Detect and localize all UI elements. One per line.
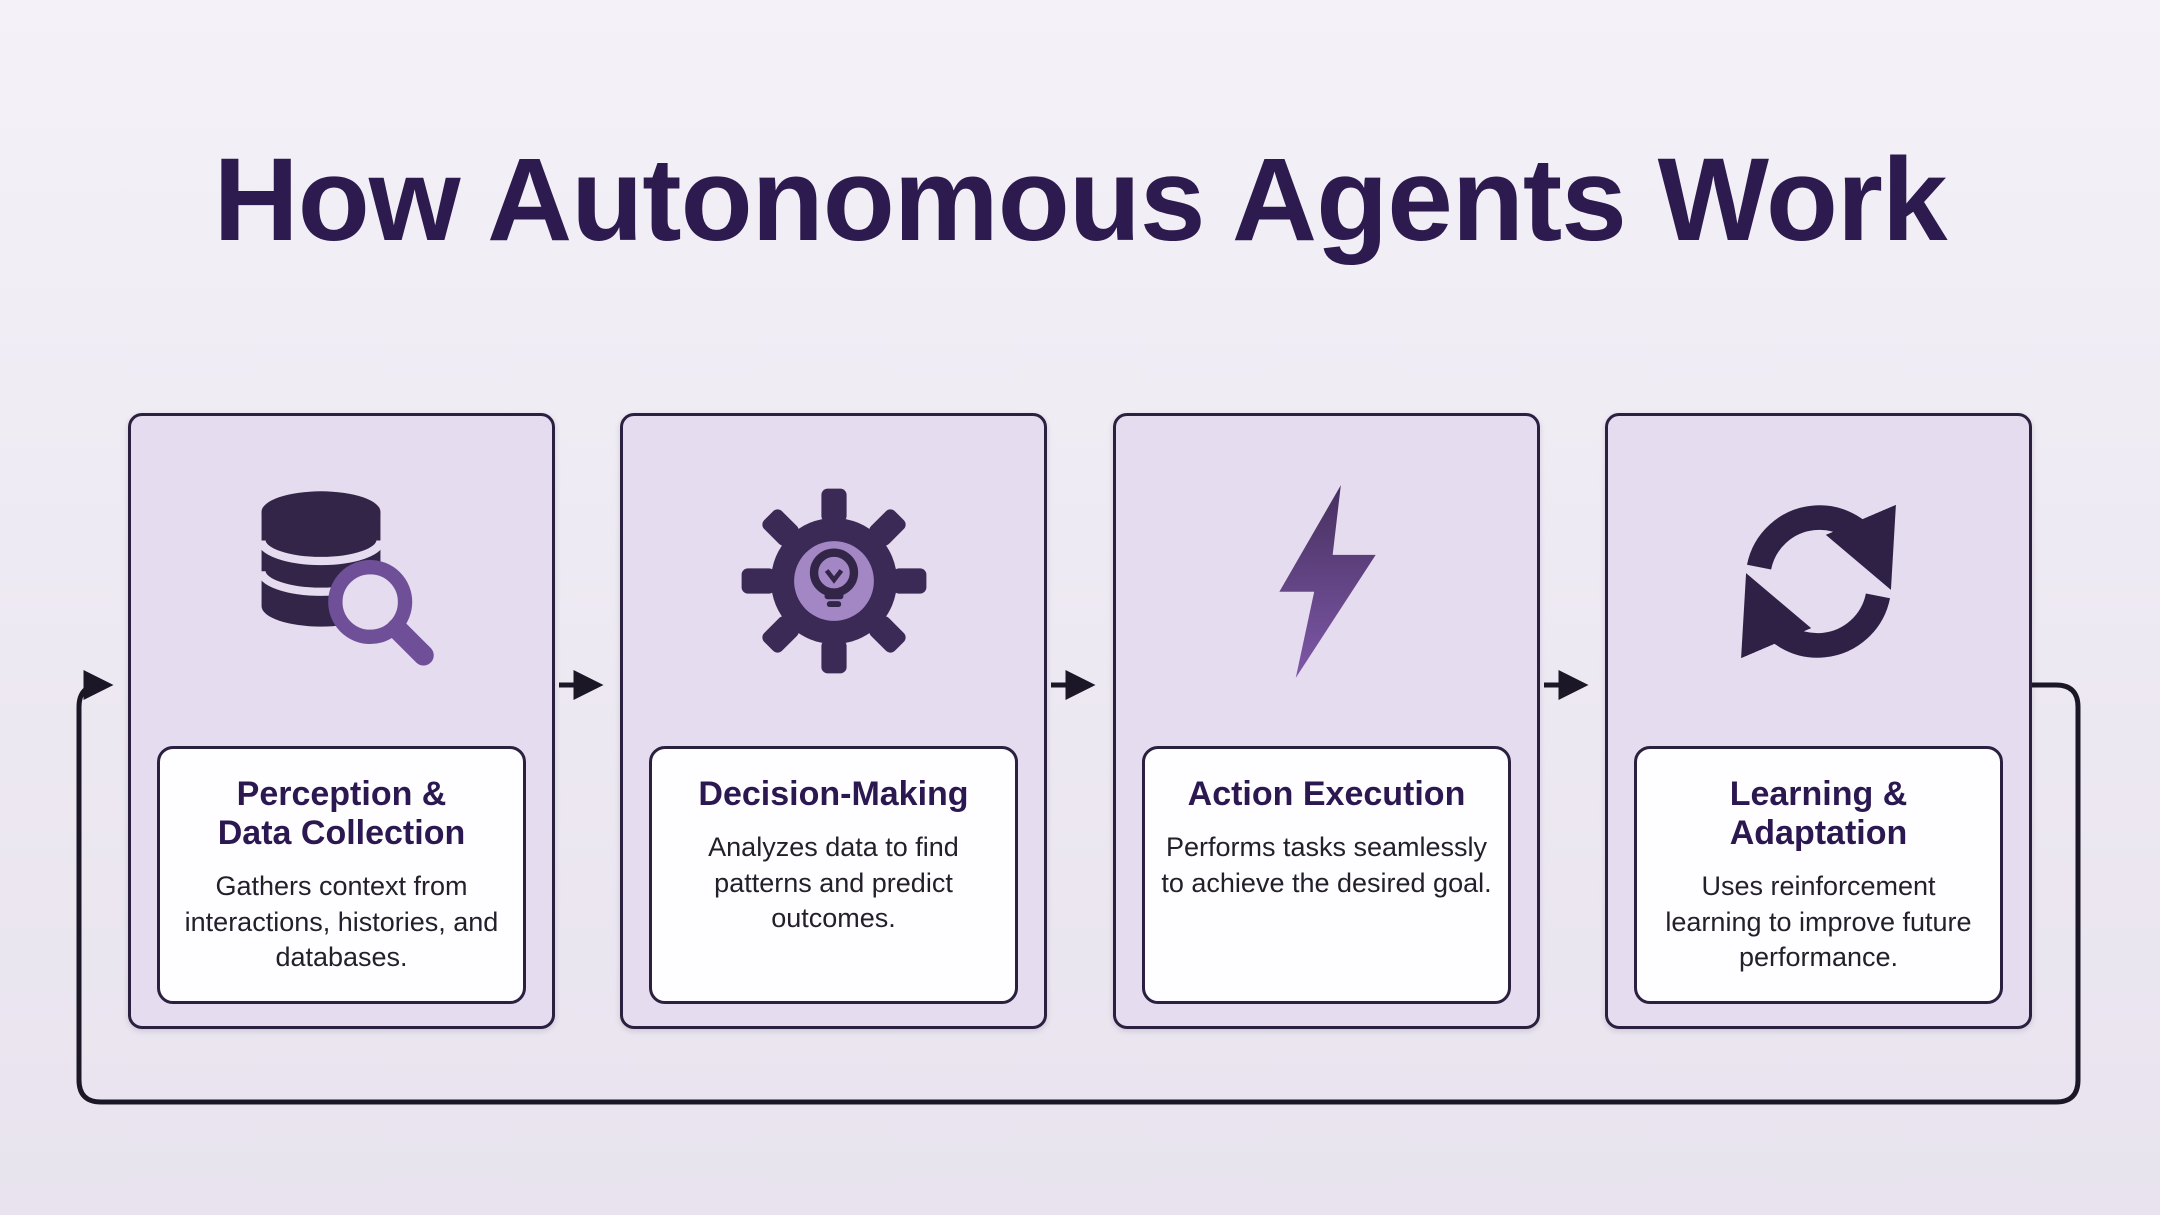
page-title: How Autonomous Agents Work [213, 134, 1948, 266]
step-info-box: Perception & Data Collection Gathers con… [157, 746, 526, 1004]
step-icon-area [623, 416, 1044, 746]
step-icon-area [1116, 416, 1537, 746]
step-title: Decision-Making [698, 775, 969, 813]
step-card-perception: Perception & Data Collection Gathers con… [128, 413, 555, 1029]
sync-arrows-icon [1741, 504, 1896, 658]
step-card-decision: Decision-Making Analyzes data to find pa… [620, 413, 1047, 1029]
step-description: Analyzes data to find patterns and predi… [708, 832, 959, 934]
step-card-action: Action Execution Performs tasks seamless… [1113, 413, 1540, 1029]
step-info-box: Action Execution Performs tasks seamless… [1142, 746, 1511, 1004]
step-icon-area [1608, 416, 2029, 746]
step-description: Performs tasks seamlessly to achieve the… [1161, 832, 1492, 898]
step-description: Uses reinforcement learning to improve f… [1665, 871, 1972, 973]
database-search-icon [257, 490, 434, 666]
step-info-box: Decision-Making Analyzes data to find pa… [649, 746, 1018, 1004]
step-card-learning: Learning & Adaptation Uses reinforcement… [1605, 413, 2032, 1029]
step-info-box: Learning & Adaptation Uses reinforcement… [1634, 746, 2003, 1004]
step-title: Action Execution [1187, 775, 1466, 813]
feedback-loop-arrow [76, 670, 2081, 1105]
step-icon-area [131, 416, 552, 746]
gear-lightbulb-icon [741, 488, 926, 674]
lightning-bolt-icon [1279, 484, 1376, 678]
step-title: Learning & Adaptation [1729, 775, 1908, 853]
step-description: Gathers context from interactions, histo… [184, 871, 499, 973]
step-title: Perception & Data Collection [217, 775, 466, 853]
